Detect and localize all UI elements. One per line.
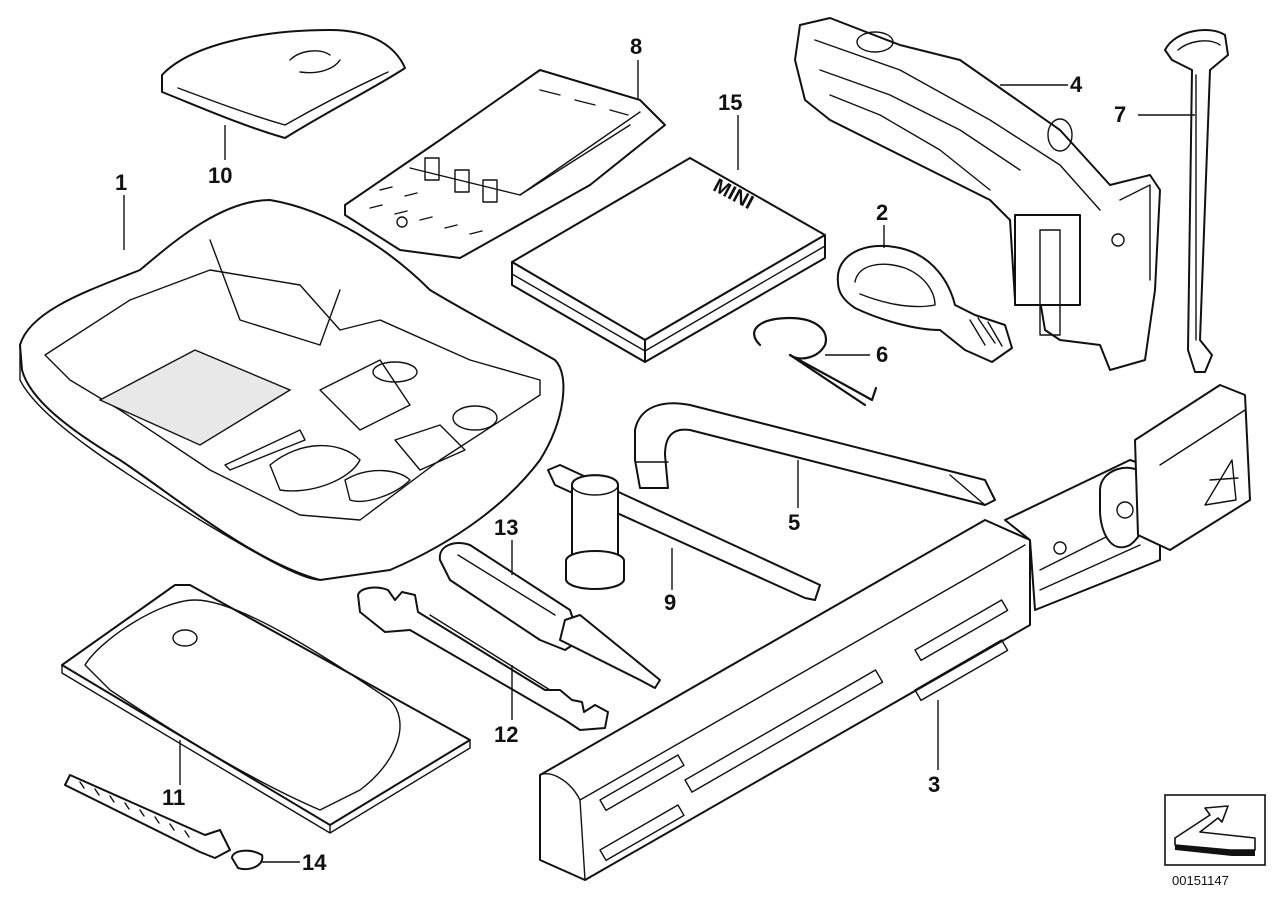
callout-10: 10 <box>208 163 232 188</box>
part-15-owners-manual: MINI <box>511 157 826 363</box>
part-5-wheel-brace <box>634 402 996 506</box>
callout-7: 7 <box>1114 102 1126 127</box>
callout-6: 6 <box>876 342 888 367</box>
part-10-tool-pouch <box>161 29 406 139</box>
callout-13: 13 <box>494 515 518 540</box>
part-9-socket-wrench <box>547 464 821 601</box>
part-8-holder-plate <box>344 69 666 259</box>
part-4-jack <box>794 17 1161 371</box>
part-6-spring-clip <box>753 316 878 407</box>
callout-15: 15 <box>718 90 742 115</box>
part-7-screw-in-rod <box>1164 29 1229 373</box>
leader-lines <box>123 60 1195 863</box>
callout-2: 2 <box>876 200 888 225</box>
callout-14: 14 <box>302 850 327 875</box>
part-2-towing-eye <box>836 244 1013 363</box>
callout-11: 11 <box>162 785 185 810</box>
callout-labels: 1 2 3 4 5 6 7 8 9 10 11 12 13 14 15 <box>115 34 1126 875</box>
callout-1: 1 <box>115 170 127 195</box>
orientation-arrow-icon <box>1164 794 1266 866</box>
part-13-screwdriver <box>438 542 661 689</box>
part-11-tool-bag <box>61 584 471 834</box>
document-id: 00151147 <box>1172 873 1229 888</box>
callout-5: 5 <box>788 510 800 535</box>
part-3-jack-case <box>539 384 1251 881</box>
part-14-cable-tie <box>64 774 264 871</box>
callout-9: 9 <box>664 590 676 615</box>
callout-4: 4 <box>1070 72 1083 97</box>
callout-8: 8 <box>630 34 642 59</box>
callout-3: 3 <box>928 772 940 797</box>
part-1-foam-tray <box>19 199 565 581</box>
part-12-spanner <box>357 586 609 731</box>
callout-12: 12 <box>494 722 518 747</box>
